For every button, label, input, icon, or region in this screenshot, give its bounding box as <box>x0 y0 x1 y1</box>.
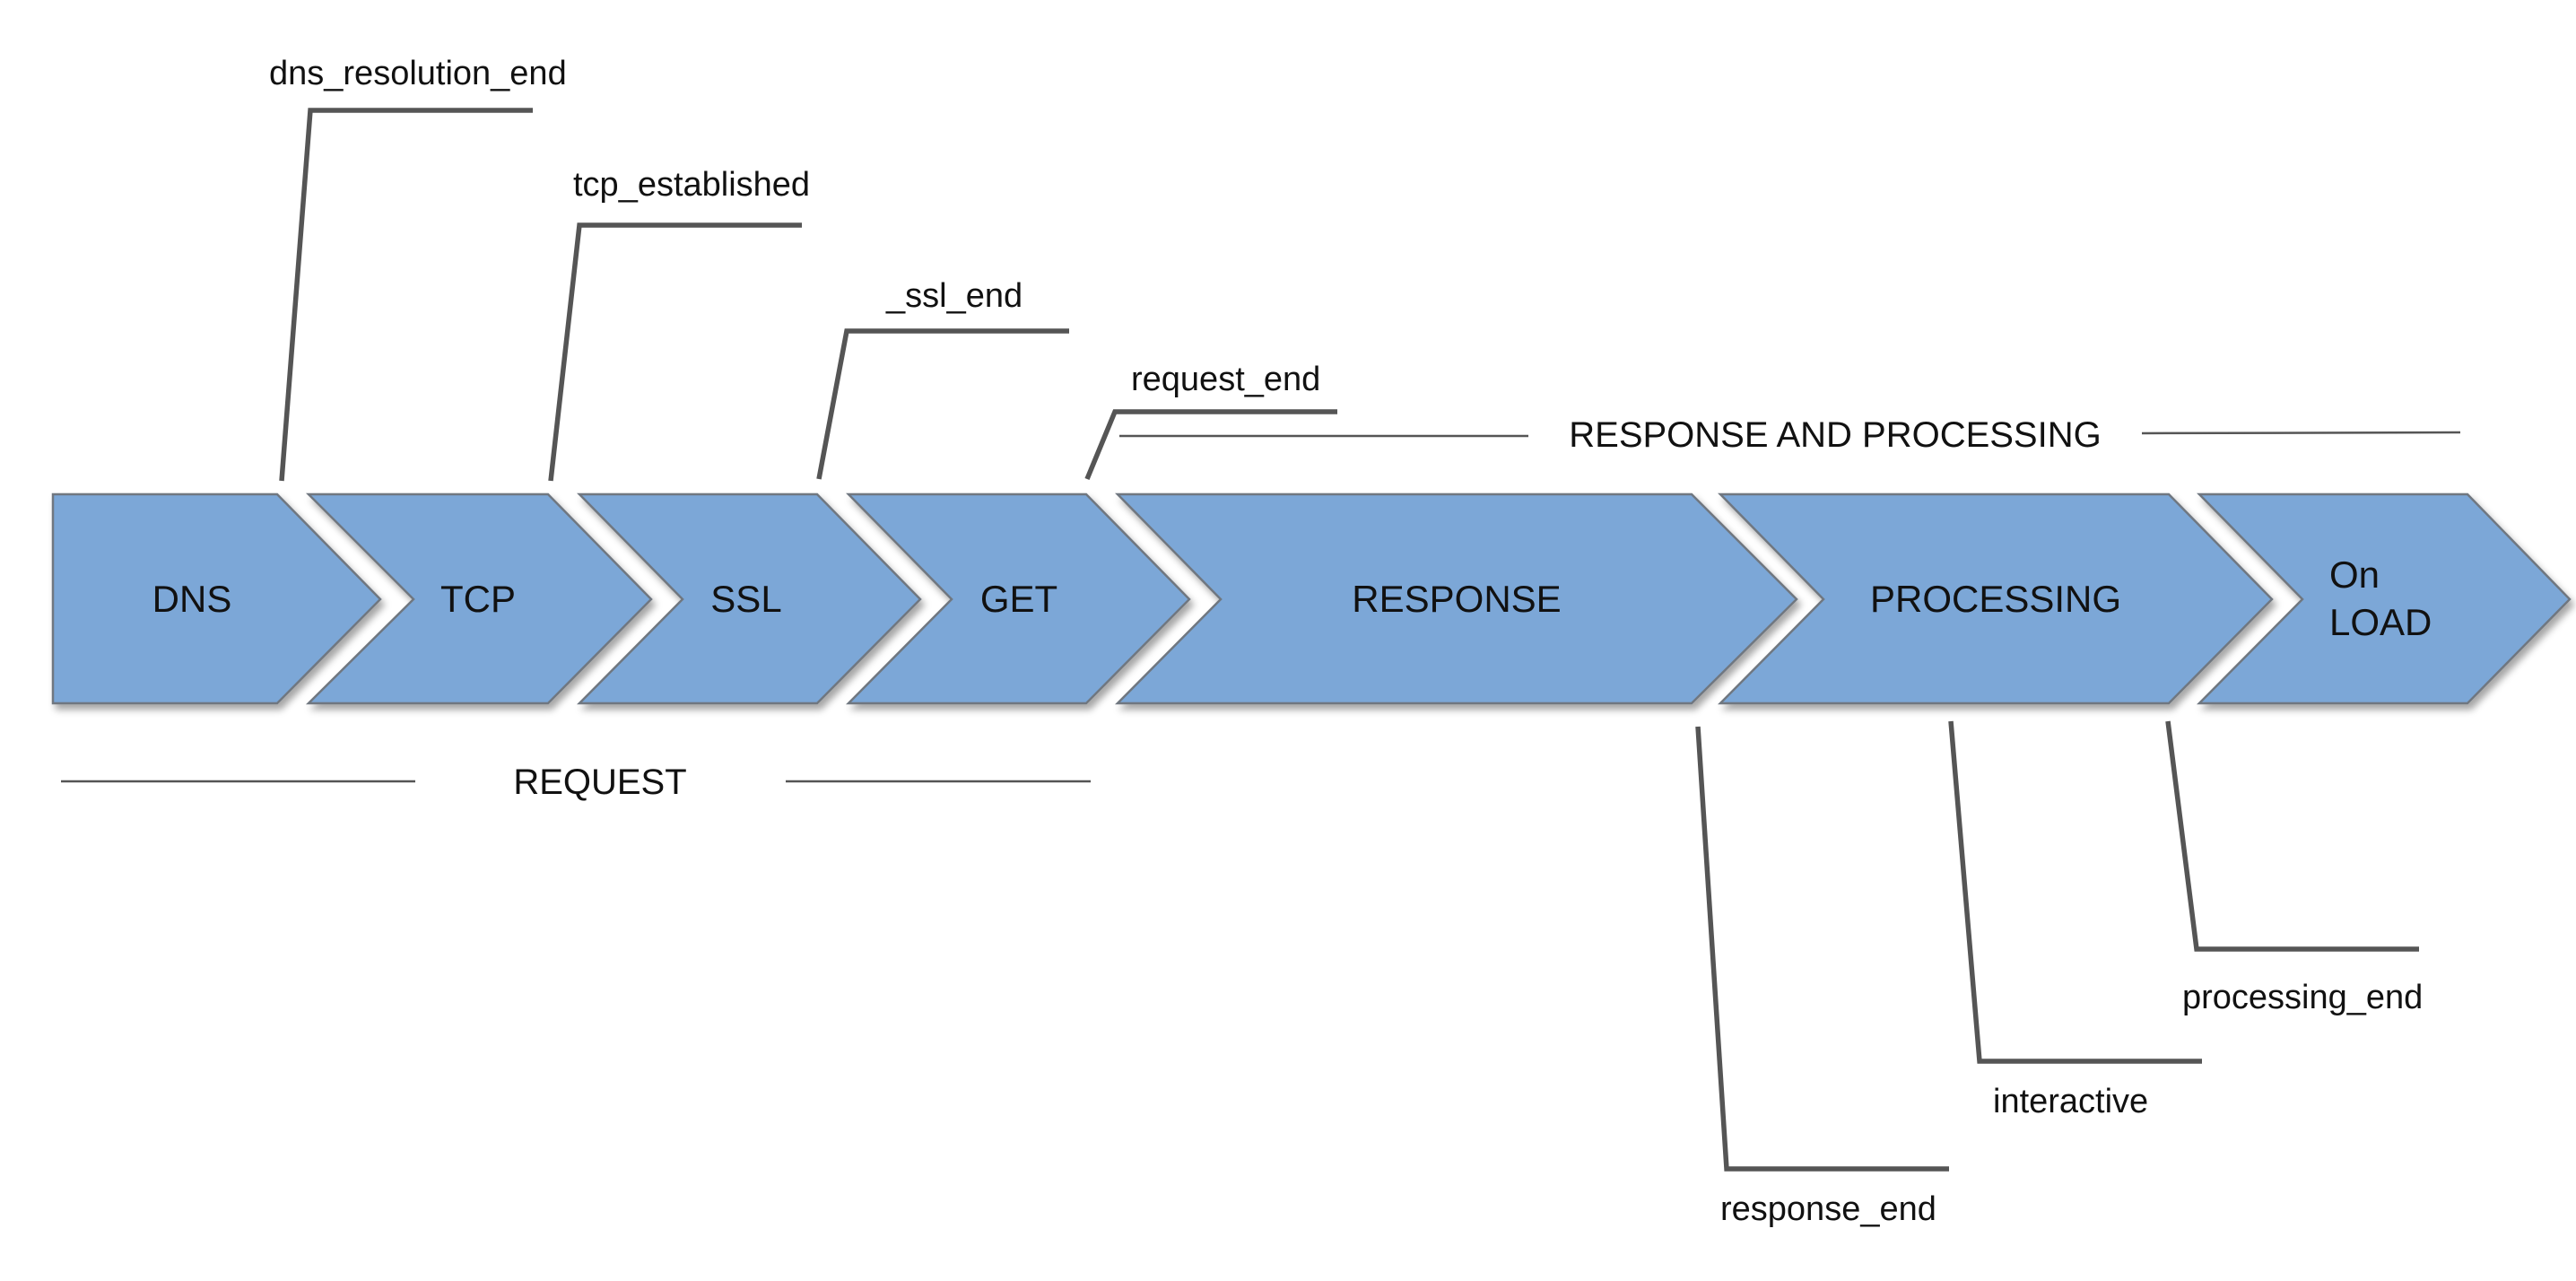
stage-label-response: RESPONSE <box>1352 578 1561 620</box>
callout-response-end: response_end <box>1695 726 1949 1228</box>
stage-label-dns: DNS <box>152 578 232 620</box>
group-label-response-processing: RESPONSE AND PROCESSING <box>1569 415 2101 455</box>
callout-ssl-end: _ssl_end <box>816 277 1069 480</box>
stage-get <box>846 492 1191 705</box>
callout-request-end: request_end <box>1084 361 1337 481</box>
stage-label-onload: On LOAD <box>2329 553 2432 643</box>
stage-label-ssl: SSL <box>710 578 781 620</box>
callout-dns-resolution-end: dns_resolution_end <box>269 55 567 482</box>
stage-labels: DNS TCP SSL GET RESPONSE PROCESSING On L… <box>152 553 2432 643</box>
stage-processing <box>1718 492 2274 705</box>
stage-tcp <box>305 492 653 705</box>
marker-label-ssl-end: _ssl_end <box>885 277 1023 315</box>
stage-label-processing: PROCESSING <box>1870 578 2121 620</box>
callout-interactive: interactive <box>1948 720 2202 1120</box>
marker-label-request-end: request_end <box>1131 361 1320 398</box>
stage-label-get: GET <box>980 578 1057 620</box>
stage-response <box>1115 492 1798 705</box>
callout-processing-end: processing_end <box>2165 720 2423 1016</box>
stage-onload <box>2197 492 2572 705</box>
group-label-request: REQUEST <box>513 762 686 802</box>
callout-tcp-established: tcp_established <box>548 166 810 482</box>
stage-dns <box>51 492 382 705</box>
marker-label-interactive: interactive <box>1993 1083 2148 1120</box>
stage-chevrons <box>51 492 2572 705</box>
group-request: REQUEST <box>61 762 1091 802</box>
marker-label-response-end: response_end <box>1720 1190 1936 1228</box>
marker-label-processing-end: processing_end <box>2182 979 2423 1016</box>
group-response-processing: RESPONSE AND PROCESSING <box>1119 415 2461 455</box>
stage-label-tcp: TCP <box>440 578 516 620</box>
marker-label-tcp-established: tcp_established <box>573 166 810 204</box>
marker-label-dns-resolution-end: dns_resolution_end <box>269 55 567 92</box>
stage-ssl <box>577 492 922 705</box>
